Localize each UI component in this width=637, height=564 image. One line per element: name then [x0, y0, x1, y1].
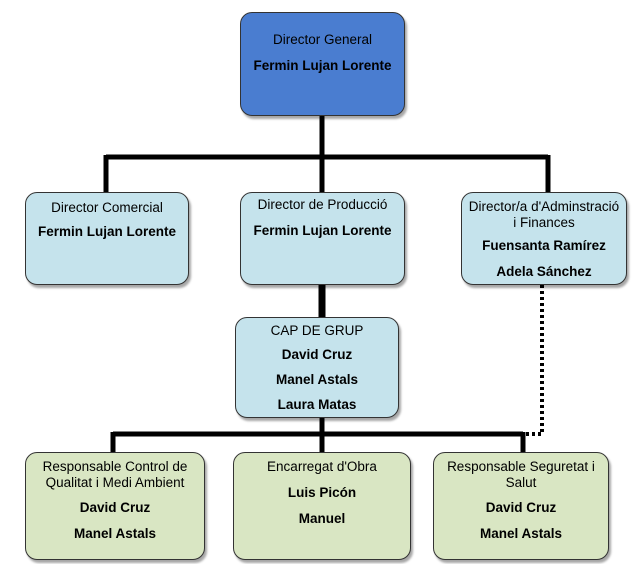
- responsable-seguretat-title-line1: Responsable Seguretat i: [447, 459, 595, 474]
- cap-de-grup-box: CAP DE GRUP David Cruz Manel Astals Laur…: [235, 317, 399, 418]
- cap-de-grup-name-3: Laura Matas: [277, 397, 357, 412]
- director-administracio-box: Director/a d'Adminstració i Finances Fue…: [461, 192, 627, 285]
- director-produccio-box: Director de Producció Fermin Lujan Loren…: [240, 192, 405, 285]
- director-general-box: Director General Fermin Lujan Lorente: [240, 12, 405, 116]
- director-general-name: Fermin Lujan Lorente: [253, 58, 392, 73]
- cap-de-grup-name-2: Manel Astals: [275, 372, 359, 387]
- responsable-seguretat-box: Responsable Seguretat i Salut David Cruz…: [433, 452, 609, 560]
- encarregat-obra-box: Encarregat d'Obra Luis Picón Manuel: [233, 452, 411, 560]
- responsable-qualitat-title-line2: Qualitat i Medi Ambient: [45, 475, 185, 490]
- responsable-seguretat-name-1: David Cruz: [485, 500, 557, 515]
- responsable-seguretat-name-2: Manel Astals: [479, 526, 563, 541]
- director-produccio-name: Fermin Lujan Lorente: [253, 223, 392, 238]
- responsable-seguretat-title-line2: Salut: [505, 475, 537, 490]
- encarregat-obra-name-1: Luis Picón: [287, 485, 357, 500]
- director-comercial-name: Fermin Lujan Lorente: [37, 224, 176, 239]
- connector-dotted-administracio-seguretat: [523, 285, 544, 436]
- cap-de-grup-name-1: David Cruz: [281, 347, 353, 362]
- responsable-qualitat-box: Responsable Control de Qualitat i Medi A…: [25, 452, 205, 560]
- encarregat-obra-name-2: Manuel: [298, 511, 346, 526]
- director-produccio-title: Director de Producció: [257, 197, 388, 212]
- cap-de-grup-title: CAP DE GRUP: [270, 323, 364, 338]
- director-administracio-title-line1: Director/a d'Adminstració: [468, 199, 620, 214]
- responsable-qualitat-name-1: David Cruz: [79, 500, 151, 515]
- director-administracio-name-2: Adela Sánchez: [496, 264, 592, 279]
- responsable-qualitat-name-2: Manel Astals: [73, 526, 157, 541]
- director-general-title: Director General: [272, 32, 373, 47]
- director-administracio-name-1: Fuensanta Ramírez: [482, 238, 606, 253]
- director-comercial-title: Director Comercial: [51, 200, 163, 215]
- encarregat-obra-title: Encarregat d'Obra: [267, 459, 377, 474]
- director-administracio-title-line2: i Finances: [513, 215, 575, 230]
- responsable-qualitat-title-line1: Responsable Control de: [42, 459, 188, 474]
- director-comercial-box: Director Comercial Fermin Lujan Lorente: [25, 192, 189, 285]
